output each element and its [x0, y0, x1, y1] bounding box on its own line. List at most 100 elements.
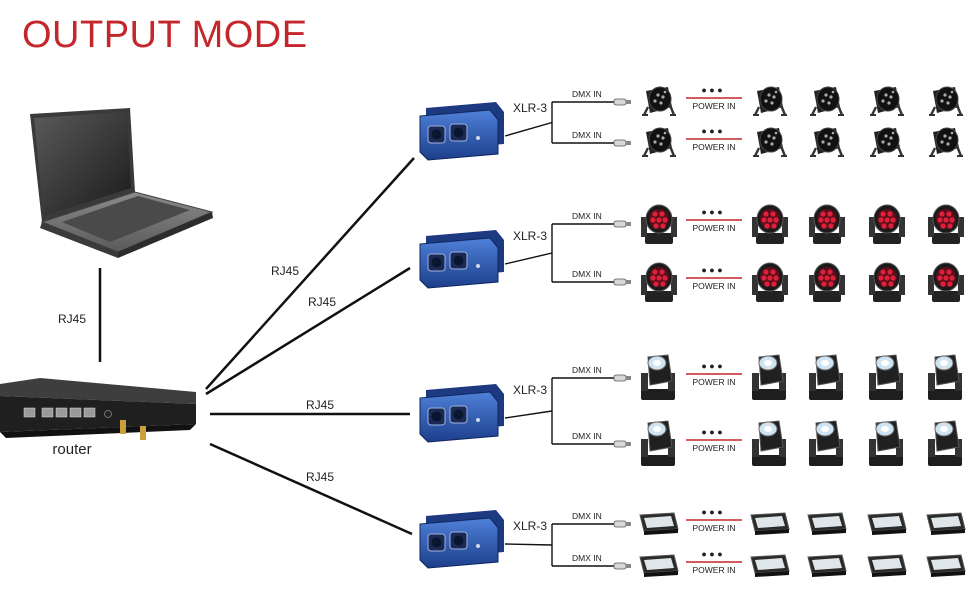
dmx-in-label: DMX IN: [572, 511, 602, 521]
moving-head-beam-icon: [927, 354, 963, 401]
link-label-laptop-router: RJ45: [58, 312, 86, 326]
dmx-in-label: DMX IN: [572, 269, 602, 279]
power-in-label: POWER IN: [693, 281, 736, 291]
link-label-1: RJ45: [271, 264, 299, 278]
laptop-icon: [29, 107, 214, 259]
strobe-light-icon: [926, 554, 966, 578]
dmx-in-label: DMX IN: [572, 365, 602, 375]
ellipsis-dots: ● ● ●: [701, 427, 722, 437]
par-light-icon: [751, 126, 789, 158]
moving-head-wash-icon: [927, 262, 965, 303]
moving-head-beam-icon: [640, 354, 676, 401]
moving-head-beam-icon: [927, 420, 963, 467]
xlr-label: XLR-3: [513, 383, 547, 397]
moving-head-wash-icon: [868, 204, 906, 245]
xlr-plug-icon: [613, 278, 632, 286]
router: router: [0, 378, 196, 458]
ellipsis-dots: ● ● ●: [701, 361, 722, 371]
strobe-light-icon: [750, 554, 790, 578]
par-light-icon: [868, 85, 906, 117]
xlr-label: XLR-3: [513, 229, 547, 243]
dmx-in-label: DMX IN: [572, 130, 602, 140]
power-in-label: POWER IN: [693, 142, 736, 152]
xlr-plug-icon: [613, 98, 632, 106]
moving-head-beam-icon: [751, 354, 787, 401]
power-in-label: POWER IN: [693, 101, 736, 111]
ellipsis-dots: ● ● ●: [701, 85, 722, 95]
moving-head-wash-icon: [868, 262, 906, 303]
dmx-node-icon: [419, 509, 505, 569]
xlr-output-cable: [504, 543, 553, 546]
dmx-in-label: DMX IN: [572, 431, 602, 441]
power-in-label: POWER IN: [693, 377, 736, 387]
dmx-in-label: DMX IN: [572, 211, 602, 221]
xlr-plug-icon: [613, 562, 632, 570]
link-router-node-2: [205, 266, 411, 396]
ellipsis-dots: ● ● ●: [701, 507, 722, 517]
xlr-label: XLR-3: [513, 519, 547, 533]
power-in-label: POWER IN: [693, 565, 736, 575]
par-light-icon: [927, 85, 965, 117]
strobe-light-icon: [639, 554, 679, 578]
moving-head-beam-icon: [640, 420, 676, 467]
moving-head-beam-icon: [808, 420, 844, 467]
moving-head-wash-icon: [808, 204, 846, 245]
moving-head-wash-icon: [640, 262, 678, 303]
strobe-light-icon: [750, 512, 790, 536]
xlr-plug-icon: [613, 220, 632, 228]
xlr-plug-icon: [613, 440, 632, 448]
power-in-label: POWER IN: [693, 223, 736, 233]
link-router-node-1: [205, 157, 415, 390]
dmx-node-icon: [419, 101, 505, 161]
strobe-light-icon: [639, 512, 679, 536]
link-label-2: RJ45: [308, 295, 336, 309]
moving-head-beam-icon: [868, 354, 904, 401]
xlr-output-cable: [504, 252, 553, 265]
par-light-icon: [868, 126, 906, 158]
strobe-light-icon: [867, 554, 907, 578]
strobe-light-icon: [926, 512, 966, 536]
moving-head-beam-icon: [868, 420, 904, 467]
xlr-plug-icon: [613, 520, 632, 528]
moving-head-wash-icon: [751, 204, 789, 245]
xlr-plug-icon: [613, 374, 632, 382]
strobe-light-icon: [807, 512, 847, 536]
moving-head-wash-icon: [927, 204, 965, 245]
moving-head-wash-icon: [751, 262, 789, 303]
dmx-node-icon: [419, 383, 505, 443]
router-label: router: [52, 441, 91, 458]
xlr-plug-icon: [613, 139, 632, 147]
power-in-label: POWER IN: [693, 443, 736, 453]
dmx-in-label: DMX IN: [572, 89, 602, 99]
moving-head-wash-icon: [640, 204, 678, 245]
par-light-icon: [751, 85, 789, 117]
power-in-label: POWER IN: [693, 523, 736, 533]
moving-head-wash-icon: [808, 262, 846, 303]
link-label-4: RJ45: [306, 470, 334, 484]
par-light-icon: [808, 126, 846, 158]
link-router-node-4: [209, 442, 413, 536]
par-light-icon: [640, 126, 678, 158]
xlr-output-cable: [504, 121, 553, 137]
moving-head-beam-icon: [751, 420, 787, 467]
strobe-light-icon: [807, 554, 847, 578]
ellipsis-dots: ● ● ●: [701, 549, 722, 559]
par-light-icon: [927, 126, 965, 158]
xlr-output-cable: [504, 410, 553, 419]
page-title: OUTPUT MODE: [22, 14, 308, 56]
link-label-3: RJ45: [306, 398, 334, 412]
xlr-label: XLR-3: [513, 101, 547, 115]
ellipsis-dots: ● ● ●: [701, 126, 722, 136]
par-light-icon: [640, 85, 678, 117]
dmx-in-label: DMX IN: [572, 553, 602, 563]
strobe-light-icon: [867, 512, 907, 536]
moving-head-beam-icon: [808, 354, 844, 401]
dmx-node-icon: [419, 229, 505, 289]
par-light-icon: [808, 85, 846, 117]
ellipsis-dots: ● ● ●: [701, 265, 722, 275]
